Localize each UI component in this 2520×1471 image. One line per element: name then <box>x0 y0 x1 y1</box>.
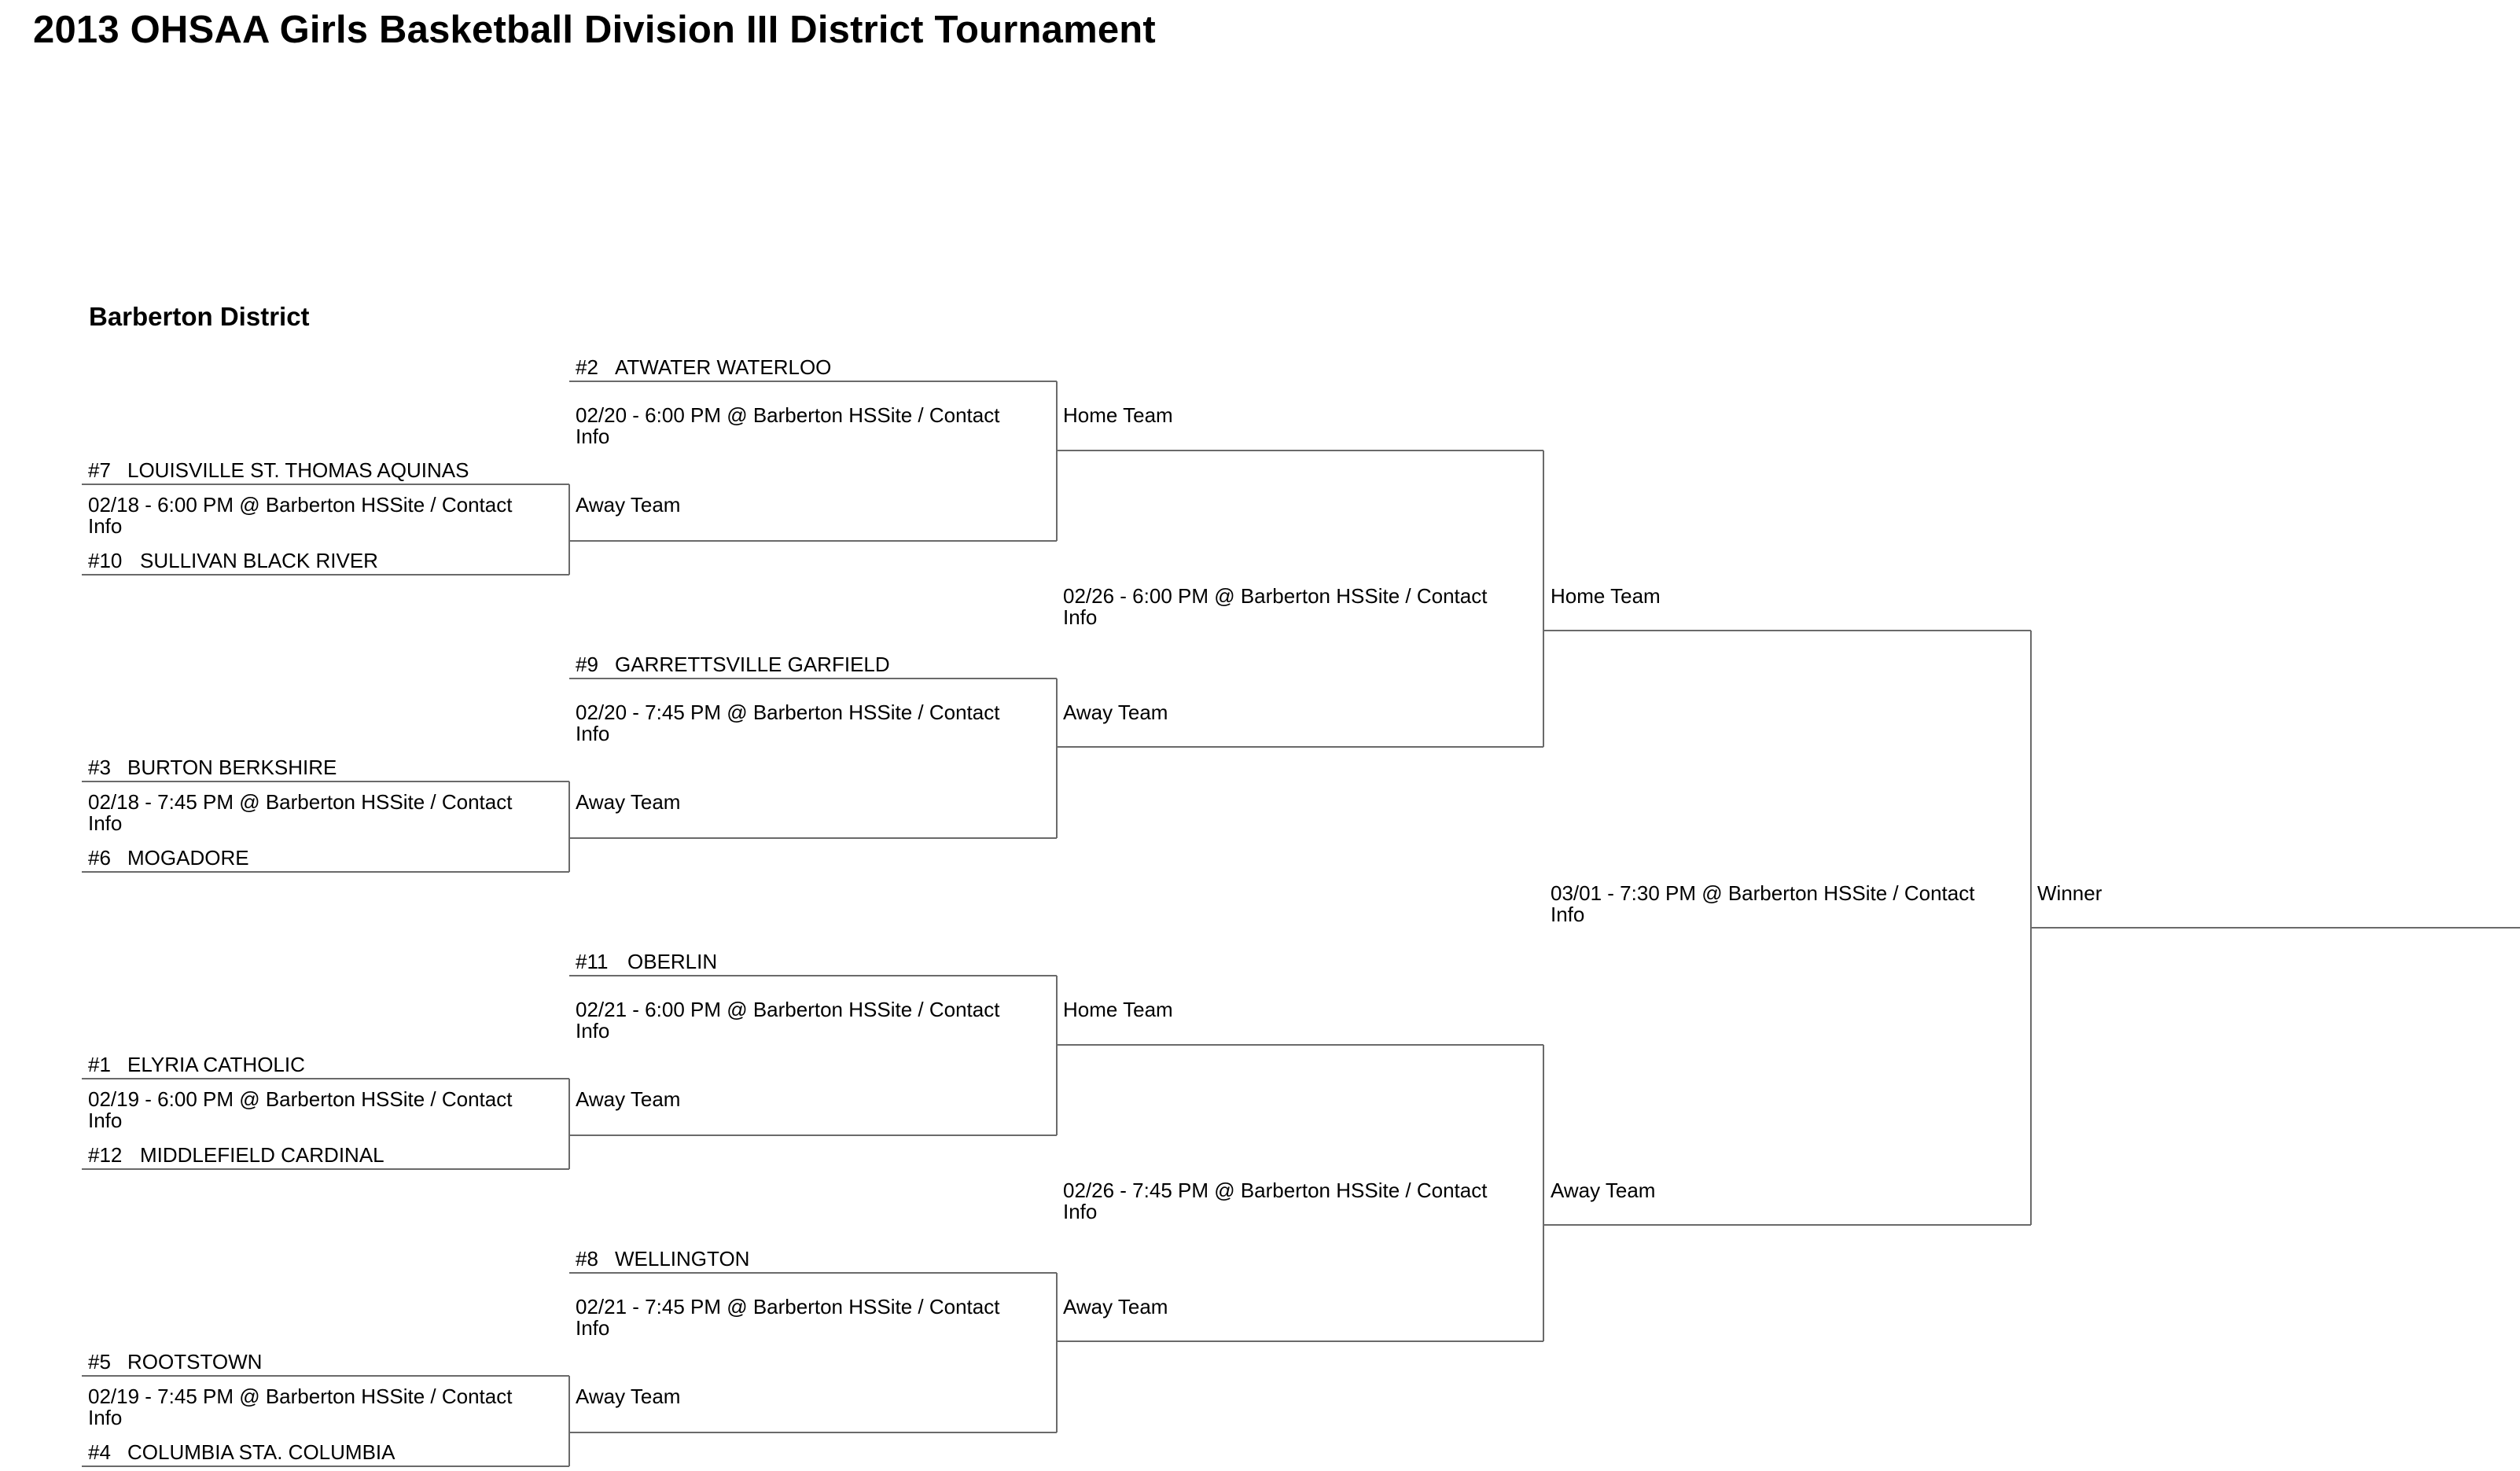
team-name: MIDDLEFIELD CARDINAL <box>140 1143 384 1167</box>
team-slot-placeholder: Away Team <box>576 1087 681 1111</box>
team-name: ELYRIA CATHOLIC <box>127 1053 305 1076</box>
champion-slot: Winner <box>2037 881 2102 905</box>
semi1-game-info: 02/26 - 6:00 PM @ Barberton HSSite / Con… <box>1063 584 1488 629</box>
round1-bracket-4 <box>82 1375 570 1467</box>
game-info: 02/20 - 7:45 PM @ Barberton HSSite / Con… <box>576 701 1000 745</box>
team-name: BURTON BERKSHIRE <box>127 756 337 779</box>
seed: #8 <box>576 1247 598 1271</box>
team-name: ROOTSTOWN <box>127 1350 263 1374</box>
team-name: COLUMBIA STA. COLUMBIA <box>127 1440 395 1464</box>
team-slot: #1 ELYRIA CATHOLIC <box>88 1054 305 1076</box>
page-title: 2013 OHSAA Girls Basketball Division III… <box>33 9 1156 51</box>
team-slot: #8 WELLINGTON <box>576 1249 749 1270</box>
round2-bracket-1 <box>569 381 1058 542</box>
game-info: 02/19 - 7:45 PM @ Barberton HSSite / Con… <box>88 1385 513 1429</box>
final-away-slot: Away Team <box>1551 1179 1656 1202</box>
team-slot-placeholder: Away Team <box>576 493 681 517</box>
seed: #1 <box>88 1053 111 1076</box>
round1-bracket-1 <box>82 484 570 576</box>
semi1-away-slot: Away Team <box>1063 701 1168 724</box>
team-slot-placeholder: Away Team <box>576 790 681 814</box>
game-info: 02/21 - 7:45 PM @ Barberton HSSite / Con… <box>576 1295 1000 1340</box>
final-bracket <box>1543 630 2032 1226</box>
team-slot: #5 ROOTSTOWN <box>88 1351 262 1373</box>
round2-bracket-4 <box>569 1272 1058 1433</box>
district-title: Barberton District <box>89 302 310 331</box>
seed: #3 <box>88 756 111 779</box>
seed: #6 <box>88 846 111 870</box>
final-home-slot: Home Team <box>1551 584 1661 608</box>
team-name: LOUISVILLE ST. THOMAS AQUINAS <box>127 458 469 482</box>
seed: #12 <box>88 1143 123 1167</box>
semi2-away-slot: Away Team <box>1063 1295 1168 1318</box>
team-name: GARRETTSVILLE GARFIELD <box>615 653 890 676</box>
semi2-home-slot: Home Team <box>1063 998 1173 1021</box>
round2-bracket-2 <box>569 678 1058 839</box>
final-game-info: 03/01 - 7:30 PM @ Barberton HSSite / Con… <box>1551 881 1975 926</box>
semi2-game-info: 02/26 - 7:45 PM @ Barberton HSSite / Con… <box>1063 1179 1488 1223</box>
game-info: 02/18 - 6:00 PM @ Barberton HSSite / Con… <box>88 493 513 538</box>
semi1-home-slot: Home Team <box>1063 403 1173 427</box>
round1-bracket-3 <box>82 1078 570 1170</box>
game-info: 02/20 - 6:00 PM @ Barberton HSSite / Con… <box>576 403 1000 448</box>
team-slot: #11 OBERLIN <box>576 951 717 973</box>
seed: #9 <box>576 653 598 676</box>
team-slot-placeholder: Away Team <box>576 1385 681 1408</box>
seed: #5 <box>88 1350 111 1374</box>
seed: #4 <box>88 1440 111 1464</box>
seed: #7 <box>88 458 111 482</box>
semi-bracket-2 <box>1057 1044 1544 1342</box>
team-name: MOGADORE <box>127 846 249 870</box>
seed: #10 <box>88 549 123 572</box>
team-slot: #12 MIDDLEFIELD CARDINAL <box>88 1145 384 1166</box>
round1-bracket-2 <box>82 781 570 873</box>
seed: #2 <box>576 355 598 379</box>
team-slot: #2 ATWATER WATERLOO <box>576 357 831 378</box>
team-name: OBERLIN <box>627 950 718 973</box>
team-slot: #3 BURTON BERKSHIRE <box>88 757 337 778</box>
team-slot: #7 LOUISVILLE ST. THOMAS AQUINAS <box>88 460 469 481</box>
team-name: ATWATER WATERLOO <box>615 355 832 379</box>
seed: #11 <box>576 950 609 973</box>
game-info: 02/21 - 6:00 PM @ Barberton HSSite / Con… <box>576 998 1000 1043</box>
game-info: 02/18 - 7:45 PM @ Barberton HSSite / Con… <box>88 790 513 835</box>
team-name: WELLINGTON <box>615 1247 750 1271</box>
team-name: SULLIVAN BLACK RIVER <box>140 549 378 572</box>
team-slot: #9 GARRETTSVILLE GARFIELD <box>576 654 890 675</box>
team-slot: #4 COLUMBIA STA. COLUMBIA <box>88 1442 395 1463</box>
game-info: 02/19 - 6:00 PM @ Barberton HSSite / Con… <box>88 1087 513 1132</box>
team-slot: #6 MOGADORE <box>88 848 249 869</box>
semi-bracket-1 <box>1057 450 1544 748</box>
team-slot: #10 SULLIVAN BLACK RIVER <box>88 550 378 572</box>
round2-bracket-3 <box>569 975 1058 1136</box>
